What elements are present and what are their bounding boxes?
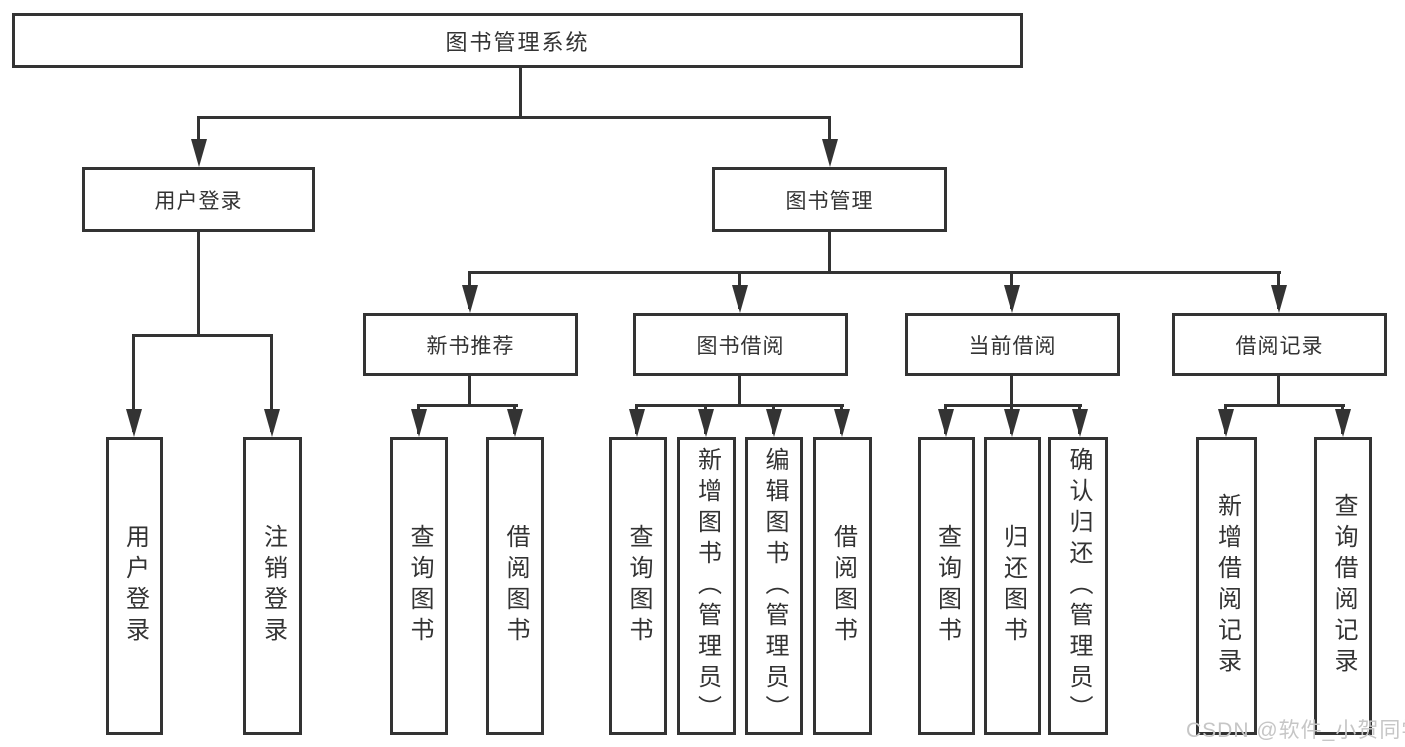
leaf-logout: 注销登录 — [243, 437, 302, 735]
node-root: 图书管理系统 — [12, 13, 1023, 68]
arrow-down-icon — [834, 409, 850, 437]
node-current-borrow: 当前借阅 — [905, 313, 1120, 376]
connector-line — [519, 67, 522, 118]
connector-line — [468, 376, 471, 407]
arrow-down-icon — [822, 139, 838, 167]
node-book-management: 图书管理 — [712, 167, 947, 232]
leaf-label: 编辑图书（管理员） — [761, 446, 788, 726]
leaf-label: 新增借阅记录 — [1213, 493, 1241, 679]
connector-line — [270, 334, 273, 432]
arrow-down-icon — [732, 285, 748, 313]
leaf-add-book-admin: 新增图书（管理员） — [677, 437, 736, 735]
arrow-down-icon — [462, 285, 478, 313]
leaf-return-book: 归还图书 — [984, 437, 1041, 735]
leaf-borrow-book-recommend: 借阅图书 — [486, 437, 544, 735]
leaf-query-book-borrow: 查询图书 — [609, 437, 667, 735]
node-book-borrow: 图书借阅 — [633, 313, 848, 376]
arrow-down-icon — [698, 409, 714, 437]
leaf-query-borrow-record: 查询借阅记录 — [1314, 437, 1372, 735]
leaf-confirm-return-admin: 确认归还（管理员） — [1048, 437, 1108, 735]
connector-line — [738, 376, 741, 407]
arrow-down-icon — [264, 409, 280, 437]
leaf-add-borrow-record: 新增借阅记录 — [1196, 437, 1257, 735]
leaf-label: 注销登录 — [259, 524, 287, 648]
arrow-down-icon — [1335, 409, 1351, 437]
leaf-query-book-current: 查询图书 — [918, 437, 975, 735]
connector-line — [635, 404, 844, 407]
connector-line — [132, 334, 135, 432]
node-new-book-recommend: 新书推荐 — [363, 313, 578, 376]
leaf-label: 新增图书（管理员） — [693, 446, 721, 726]
connector-line — [828, 116, 831, 160]
leaf-label: 查询借阅记录 — [1330, 493, 1357, 679]
connector-line — [828, 232, 831, 274]
csdn-watermark: CSDN @软件_小贺同学 — [1186, 719, 1405, 742]
arrow-down-icon — [126, 409, 142, 437]
leaf-edit-book-admin: 编辑图书（管理员） — [745, 437, 803, 735]
leaf-label: 借阅图书 — [829, 524, 857, 648]
connector-line — [1224, 404, 1345, 407]
arrow-down-icon — [766, 409, 782, 437]
connector-line — [1277, 376, 1280, 407]
arrow-down-icon — [629, 409, 645, 437]
arrow-down-icon — [1004, 409, 1020, 437]
leaf-query-book-recommend: 查询图书 — [390, 437, 448, 735]
connector-line — [1010, 376, 1013, 407]
connector-line — [132, 334, 273, 337]
leaf-label: 确认归还（管理员） — [1065, 446, 1092, 726]
arrow-down-icon — [191, 139, 207, 167]
connector-line — [468, 271, 1281, 274]
arrow-down-icon — [1271, 285, 1287, 313]
arrow-down-icon — [1004, 285, 1020, 313]
connector-line — [197, 116, 200, 160]
connector-line — [197, 116, 831, 119]
leaf-user-login: 用户登录 — [106, 437, 163, 735]
node-borrow-record: 借阅记录 — [1172, 313, 1387, 376]
leaf-label: 用户登录 — [121, 524, 149, 648]
leaf-borrow-book: 借阅图书 — [813, 437, 872, 735]
connector-line — [944, 404, 1082, 407]
arrow-down-icon — [507, 409, 523, 437]
arrow-down-icon — [1218, 409, 1234, 437]
leaf-label: 查询图书 — [406, 524, 433, 648]
arrow-down-icon — [1072, 409, 1088, 437]
leaf-label: 借阅图书 — [502, 524, 529, 648]
leaf-label: 查询图书 — [933, 524, 961, 648]
node-user-login: 用户登录 — [82, 167, 315, 232]
leaf-label: 查询图书 — [625, 524, 652, 648]
connector-line — [417, 404, 518, 407]
arrow-down-icon — [938, 409, 954, 437]
leaf-label: 归还图书 — [999, 524, 1027, 648]
arrow-down-icon — [411, 409, 427, 437]
connector-line — [197, 232, 200, 337]
